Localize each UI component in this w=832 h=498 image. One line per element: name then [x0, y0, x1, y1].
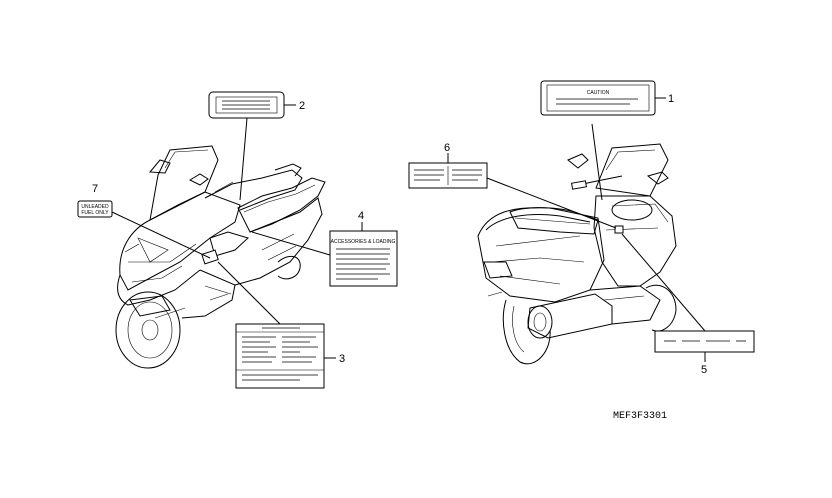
- label-1-heading: CAUTION: [587, 90, 610, 96]
- label-4-heading: ACCESSORIES & LOADING: [331, 239, 396, 245]
- label-6: [408, 153, 617, 229]
- label-7-line1: UNLEADED: [81, 204, 109, 210]
- callout-4: 4: [358, 210, 364, 222]
- callout-6: 6: [444, 142, 450, 154]
- scooter-rear-view: [477, 143, 677, 365]
- label-5: [621, 233, 755, 362]
- callout-2: 2: [299, 100, 305, 112]
- label-2: [208, 91, 296, 201]
- callout-1: 1: [668, 93, 674, 105]
- label-1: [540, 80, 666, 201]
- diagram-code: MEF3F3301: [613, 411, 667, 422]
- label-3: [217, 261, 336, 389]
- callout-7: 7: [92, 183, 98, 195]
- label-7: [77, 200, 211, 259]
- callout-3: 3: [339, 353, 345, 365]
- label-4: [251, 222, 398, 287]
- callout-5: 5: [701, 364, 707, 376]
- scooter-front-view: [115, 145, 326, 369]
- label-7-line2: FUEL ONLY: [81, 210, 109, 216]
